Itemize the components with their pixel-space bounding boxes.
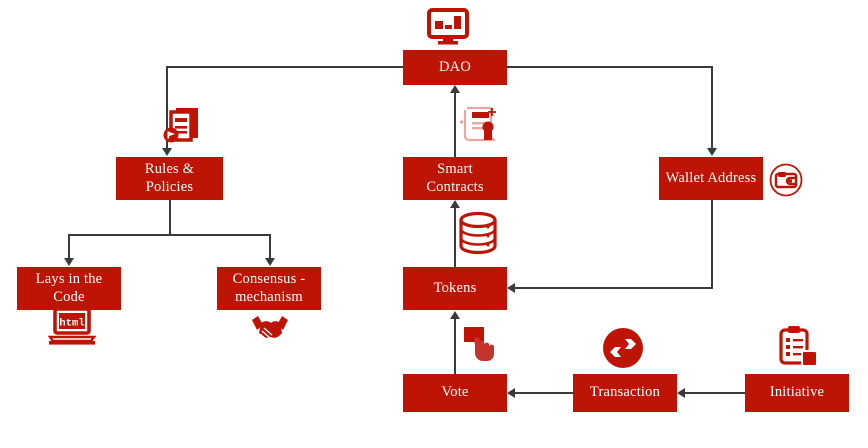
node-rules-and-policies-label: Rules & Policies xyxy=(144,161,195,195)
monitor-chart-icon xyxy=(427,8,469,45)
arrowhead-vote-to-tokens xyxy=(450,311,460,319)
wallet-circle-icon xyxy=(769,163,803,197)
handshake-icon xyxy=(252,316,288,341)
edge-dao-left-drop xyxy=(166,66,168,149)
node-transaction[interactable]: Transaction xyxy=(573,374,677,412)
exchange-circle-icon xyxy=(603,328,643,368)
node-rules-and-policies[interactable]: Rules & Policies xyxy=(116,157,223,200)
edge-dao-left-arm xyxy=(166,66,404,68)
edge-wallet-drop xyxy=(711,200,713,288)
arrowhead-smart-to-dao xyxy=(450,85,460,93)
node-tokens-label: Tokens xyxy=(433,279,477,296)
database-stack-icon xyxy=(459,211,497,255)
arrowhead-rules-to-lays xyxy=(64,258,74,266)
edge-tokens-to-smart xyxy=(454,207,456,267)
node-wallet-address-label: Wallet Address xyxy=(665,169,757,186)
edge-dao-right-drop xyxy=(711,66,713,149)
svg-text:html: html xyxy=(59,318,84,330)
arrowhead-dao-to-wallet xyxy=(707,148,717,156)
edge-rules-to-lays xyxy=(68,234,70,259)
node-initiative-label: Initiative xyxy=(769,384,825,401)
node-tokens[interactable]: Tokens xyxy=(403,267,507,310)
edge-transaction-to-vote xyxy=(515,392,573,394)
node-vote-label: Vote xyxy=(441,384,469,401)
node-wallet-address[interactable]: Wallet Address xyxy=(659,157,763,200)
edge-rules-crossbar xyxy=(68,234,270,236)
node-lays-in-the-code-label: Lays in the Code xyxy=(35,271,103,305)
edge-rules-stem xyxy=(169,200,171,235)
node-lays-in-the-code[interactable]: Lays in the Code xyxy=(17,267,121,310)
node-initiative[interactable]: Initiative xyxy=(745,374,849,412)
cursor-click-icon xyxy=(464,327,494,361)
node-consensus-mechanism[interactable]: Consensus - mechanism xyxy=(217,267,321,310)
node-smart-contracts-label: Smart Contracts xyxy=(426,161,484,195)
node-smart-contracts[interactable]: Smart Contracts xyxy=(403,157,507,200)
arrowhead-transaction-to-vote xyxy=(507,388,515,398)
node-dao-label: DAO xyxy=(438,58,471,75)
edge-smart-to-dao xyxy=(454,92,456,157)
node-transaction-label: Transaction xyxy=(589,384,661,401)
node-consensus-mechanism-label: Consensus - mechanism xyxy=(232,271,306,305)
laptop-html-icon: html xyxy=(47,307,97,345)
edge-wallet-to-tokens xyxy=(515,287,713,289)
clipboard-list-icon xyxy=(779,326,818,367)
arrowhead-dao-to-rules xyxy=(162,148,172,156)
arrowhead-tokens-to-smart xyxy=(450,200,460,208)
arrowhead-rules-to-consensus xyxy=(265,258,275,266)
arrowhead-initiative-to-transaction xyxy=(677,388,685,398)
edge-rules-to-consensus xyxy=(269,234,271,259)
edge-vote-to-tokens xyxy=(454,318,456,374)
contract-seal-icon xyxy=(459,106,496,142)
edge-initiative-to-transaction xyxy=(685,392,745,394)
rulebook-icon xyxy=(163,108,198,143)
node-dao[interactable]: DAO xyxy=(403,50,507,85)
node-vote[interactable]: Vote xyxy=(403,374,507,412)
arrowhead-wallet-to-tokens xyxy=(507,283,515,293)
edge-dao-right-arm xyxy=(507,66,712,68)
